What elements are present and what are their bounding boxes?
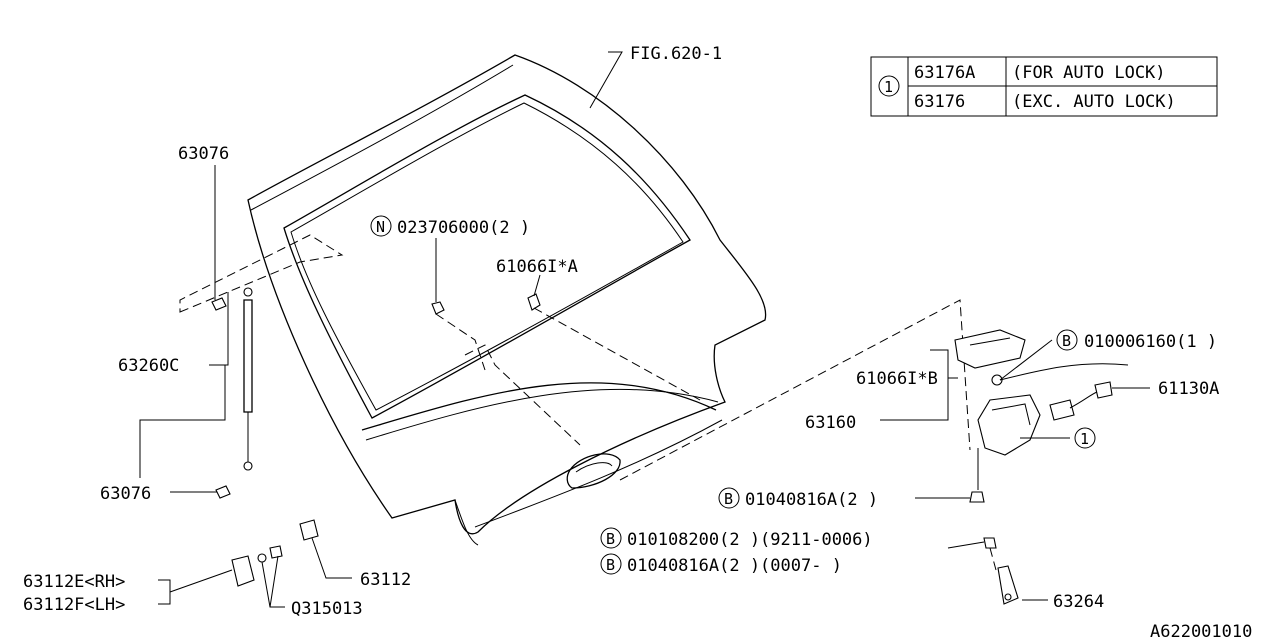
lock-leader-dash [619,299,971,481]
gate-handle [566,453,621,489]
label-diagram-id: A622001010 [1150,622,1252,640]
label-bolt-lock: 01040816A(2 ) [745,490,878,510]
label-hinge-lh: 63112F<LH> [23,595,125,615]
label-figure-ref: FIG.620-1 [630,44,722,64]
clip-install-line [533,307,701,401]
variant-table: 1 63176A (FOR AUTO LOCK) 63176 (EXC. AUT… [870,56,1218,117]
label-striker-bolt2-prefix: B [606,556,615,574]
table-part-2: 63176 [914,92,965,112]
label-hinge-rh: 63112E<RH> [23,572,125,592]
label-stay: 63260C [118,356,179,376]
leader-lines [139,51,1150,608]
label-bolt-top: 010006160(1 ) [1084,332,1217,352]
label-lock-assy: 63160 [805,413,856,433]
label-nut: 023706000(2 ) [397,218,530,238]
nut-on-panel [431,301,445,315]
table-symbol: 1 [884,78,893,96]
label-striker-bolt2: 01040816A(2 )(0007- ) [627,556,842,576]
label-stay-lower-bolt: 63076 [100,484,151,504]
rear-gate-panel [247,54,767,546]
label-striker-bolt1: 010108200(2 )(9211-0006) [627,530,873,550]
label-lock-symbol: 1 [1080,430,1089,448]
label-nut-prefix: N [376,218,385,236]
label-bolt-top-prefix: B [1062,332,1071,350]
table-note-1: (FOR AUTO LOCK) [1012,63,1166,83]
table-note-2: (EXC. AUTO LOCK) [1012,92,1176,112]
label-clip-a: 61066I*A [496,257,578,277]
label-stay-upper-bolt: 63076 [178,144,229,164]
gas-stay [211,287,253,499]
label-striker-bolt1-prefix: B [606,530,615,548]
label-striker: 63264 [1053,592,1104,612]
lock-install-line [464,344,581,446]
label-hinge-bolt: Q315013 [291,599,363,619]
clip-a [527,293,541,311]
hinge-assembly [231,519,319,587]
stay-bracket-outline [179,234,344,313]
lock-assembly [954,329,1129,503]
table-part-1: 63176A [914,63,975,83]
label-clip-b: 61066I*B [856,369,938,389]
nut-install-line [435,313,486,371]
rear-window-glass [283,94,691,419]
label-harness: 61130A [1158,379,1219,399]
striker [983,537,1019,605]
label-bolt-lock-prefix: B [724,490,733,508]
label-hinge-cover: 63112 [360,570,411,590]
